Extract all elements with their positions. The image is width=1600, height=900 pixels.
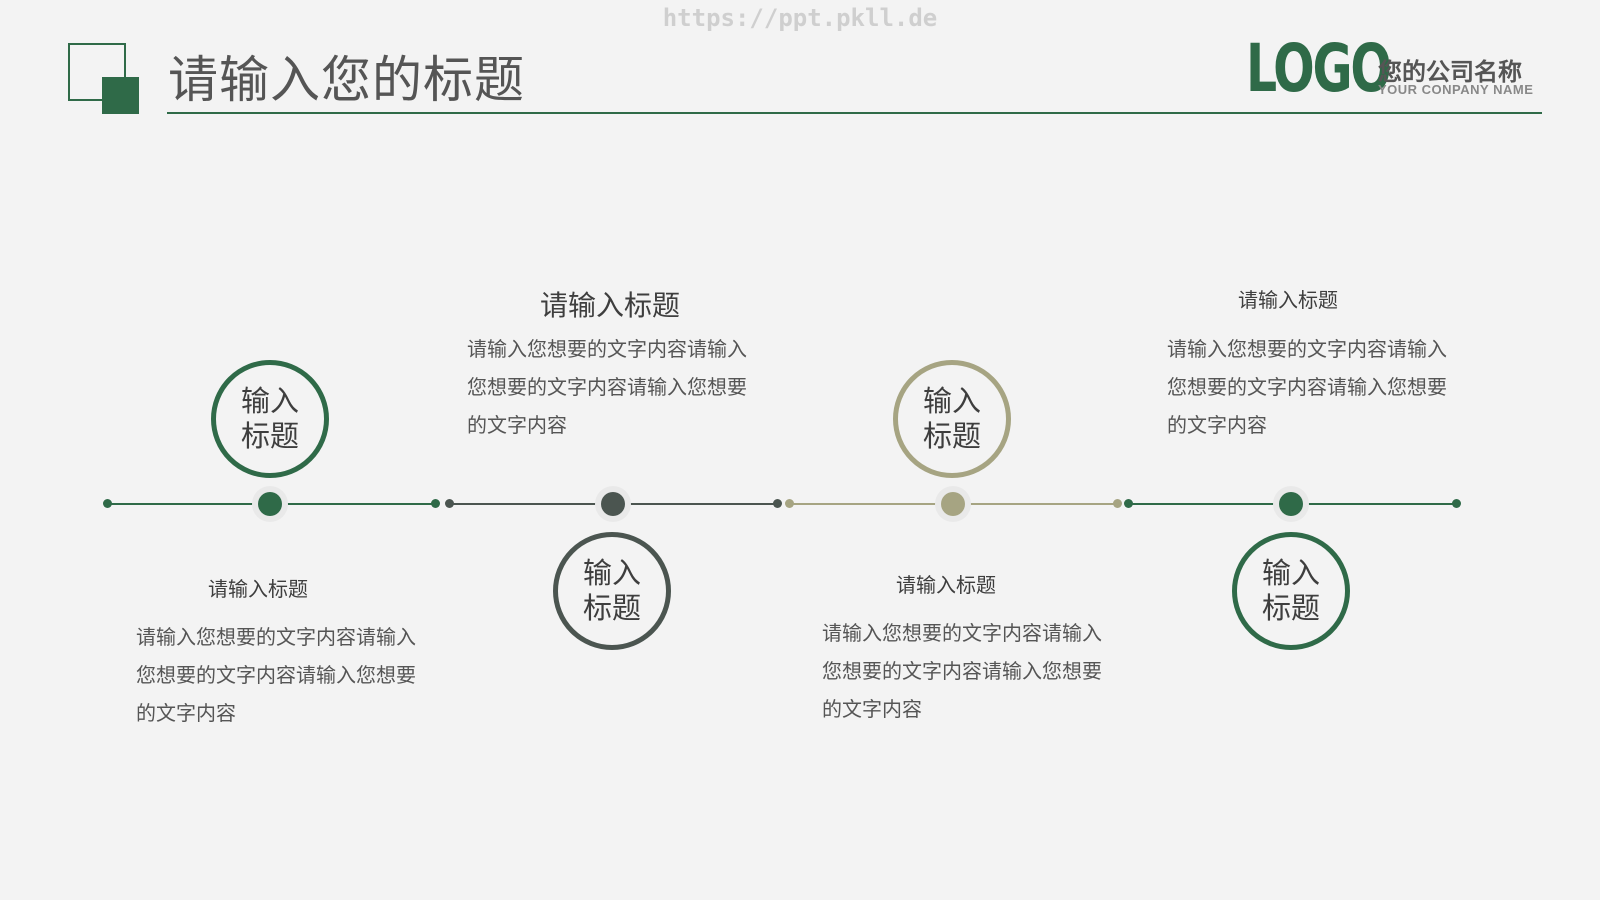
timeline-end-dot	[1124, 499, 1133, 508]
company-name: 您的公司名称	[1378, 58, 1522, 86]
watermark-url: https://ppt.pkll.de	[662, 4, 938, 32]
timeline-end-dot	[1113, 499, 1122, 508]
timeline-end-dot	[773, 499, 782, 508]
header-divider	[167, 112, 1542, 114]
timeline-node-1	[258, 492, 282, 516]
item-1-body: 请输入您想要的文字内容请输入您想要的文字内容请输入您想要的文字内容	[136, 625, 416, 725]
timeline-end-dot	[103, 499, 112, 508]
item-1-ring: 输入标题	[211, 360, 329, 478]
item-4-body: 请输入您想要的文字内容请输入您想要的文字内容请输入您想要的文字内容	[1167, 337, 1447, 437]
timeline-end-dot	[785, 499, 794, 508]
timeline-end-dot	[431, 499, 440, 508]
item-3-body: 请输入您想要的文字内容请输入您想要的文字内容请输入您想要的文字内容	[822, 621, 1102, 721]
item-2-ring-label: 输入标题	[582, 556, 641, 625]
corner-square-outline	[68, 43, 126, 101]
item-1-title: 请输入标题	[208, 577, 308, 601]
item-3-title: 请输入标题	[896, 573, 996, 597]
item-4-title: 请输入标题	[1238, 288, 1338, 312]
item-2-body: 请输入您想要的文字内容请输入您想要的文字内容请输入您想要的文字内容	[467, 337, 747, 437]
logo: LOGO	[1246, 30, 1392, 107]
item-1-ring-label: 输入标题	[240, 384, 299, 453]
timeline-node-4	[1279, 492, 1303, 516]
timeline-node-3	[941, 492, 965, 516]
page-title: 请输入您的标题	[168, 51, 525, 109]
timeline-end-dot	[1452, 499, 1461, 508]
item-3-ring: 输入标题	[893, 360, 1011, 478]
timeline-node-2	[601, 492, 625, 516]
corner-square-fill	[102, 77, 139, 114]
item-4-ring-label: 输入标题	[1261, 556, 1320, 625]
item-3-ring-label: 输入标题	[922, 384, 981, 453]
item-2-ring: 输入标题	[553, 532, 671, 650]
company-name-english: YOUR CONPANY NAME	[1378, 82, 1534, 97]
timeline-end-dot	[445, 499, 454, 508]
item-4-ring: 输入标题	[1232, 532, 1350, 650]
item-2-title: 请输入标题	[539, 289, 680, 322]
